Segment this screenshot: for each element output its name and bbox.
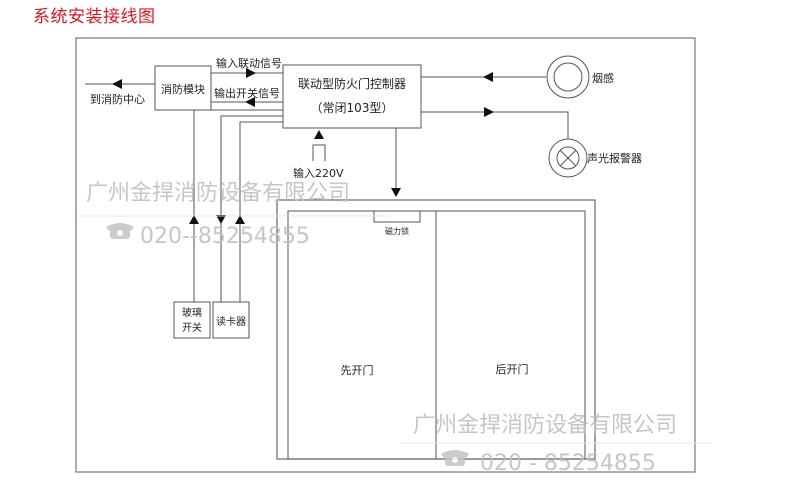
controller-model: （常闭103型） <box>311 101 394 115</box>
arrow-down-icon <box>216 215 226 224</box>
svg-text:020--85254855: 020--85254855 <box>140 224 310 249</box>
arrow-up-icon <box>314 130 324 139</box>
glass-switch: 玻璃 开关 <box>173 301 211 339</box>
second-door <box>435 210 586 460</box>
fire-module: 消防模块 <box>154 65 212 111</box>
svg-text:广州金捍消防设备有限公司: 广州金捍消防设备有限公司 <box>413 413 677 438</box>
diagram-title: 系统安装接线图 <box>33 7 156 27</box>
smoke-detector-label: 烟感 <box>592 71 614 85</box>
output-switch-signal-label: 输出开关信号 <box>214 86 280 100</box>
controller-name: 联动型防火门控制器 <box>298 76 406 91</box>
card-reader: 读卡器 <box>212 301 250 339</box>
svg-text:020 - 85254855: 020 - 85254855 <box>480 451 656 476</box>
controller-box: 联动型防火门控制器 （常闭103型） <box>282 64 422 129</box>
door-assembly: 磁力锁 先开门 后开门 <box>276 199 596 460</box>
arrow-up-icon <box>189 215 199 224</box>
second-door-label: 后开门 <box>496 362 529 376</box>
arrow-right-icon <box>246 68 256 78</box>
input-linkage-signal-label: 输入联动信号 <box>216 56 282 70</box>
svg-text:广州金捍消防设备有限公司: 广州金捍消防设备有限公司 <box>86 181 350 206</box>
svg-text:玻璃: 玻璃 <box>182 306 202 319</box>
fire-module-label: 消防模块 <box>161 82 205 96</box>
to-fire-center-label: 到消防中心 <box>90 92 145 106</box>
magnetic-lock-label: 磁力锁 <box>385 226 409 236</box>
watermark-top: 广州金捍消防设备有限公司 020--85254855 <box>78 181 390 249</box>
outer-frame <box>75 37 696 473</box>
watermark-bottom: 广州金捍消防设备有限公司 020 - 85254855 <box>400 413 712 476</box>
first-door-label: 先开门 <box>341 363 374 377</box>
arrow-left-icon <box>483 72 493 82</box>
arrow-left-icon <box>112 79 122 89</box>
svg-text:开关: 开关 <box>182 321 202 334</box>
alarm-label: 声光报警器 <box>587 151 642 165</box>
arrow-up-icon <box>235 215 245 224</box>
phone-icon <box>106 223 134 239</box>
phone-icon <box>441 450 469 466</box>
sound-light-alarm: 声光报警器 <box>548 138 642 178</box>
arrow-left-icon <box>245 97 255 107</box>
svg-text:读卡器: 读卡器 <box>216 315 246 328</box>
smoke-detector: 烟感 <box>546 55 614 99</box>
arrow-right-icon <box>484 107 494 117</box>
arrow-down-icon <box>391 188 401 197</box>
input-power-label: 输入220V <box>293 166 344 180</box>
smoke-detector-icon <box>546 55 590 99</box>
